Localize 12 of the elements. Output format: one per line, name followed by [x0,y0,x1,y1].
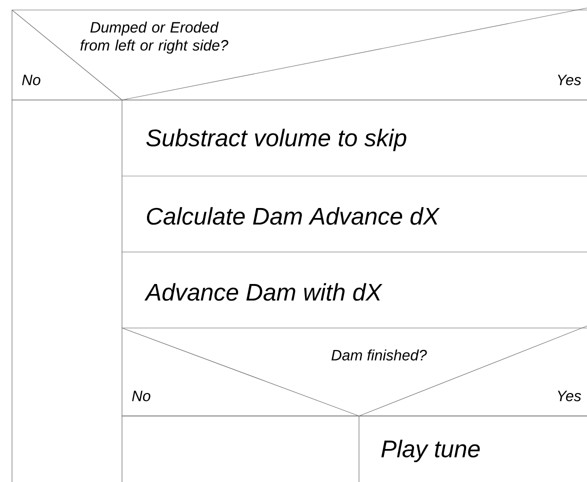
process-cell: Calculate Dam Advance dX [122,176,587,252]
process-cell: Advance Dam with dX [122,252,587,328]
question-text: Dam finished? [332,349,427,360]
process-cell: Play tune [358,416,587,482]
branch-label: Yes [558,74,582,86]
empty-branch-cell [12,100,124,482]
empty-branch-cell [122,416,362,482]
question-text: Dumped or Eroded from left or right side? [80,22,228,54]
branch-label: Yes [558,390,582,402]
branch-label: No [132,390,150,402]
branch-label: No [22,74,40,86]
process-cell: Substract volume to skip [122,100,587,176]
